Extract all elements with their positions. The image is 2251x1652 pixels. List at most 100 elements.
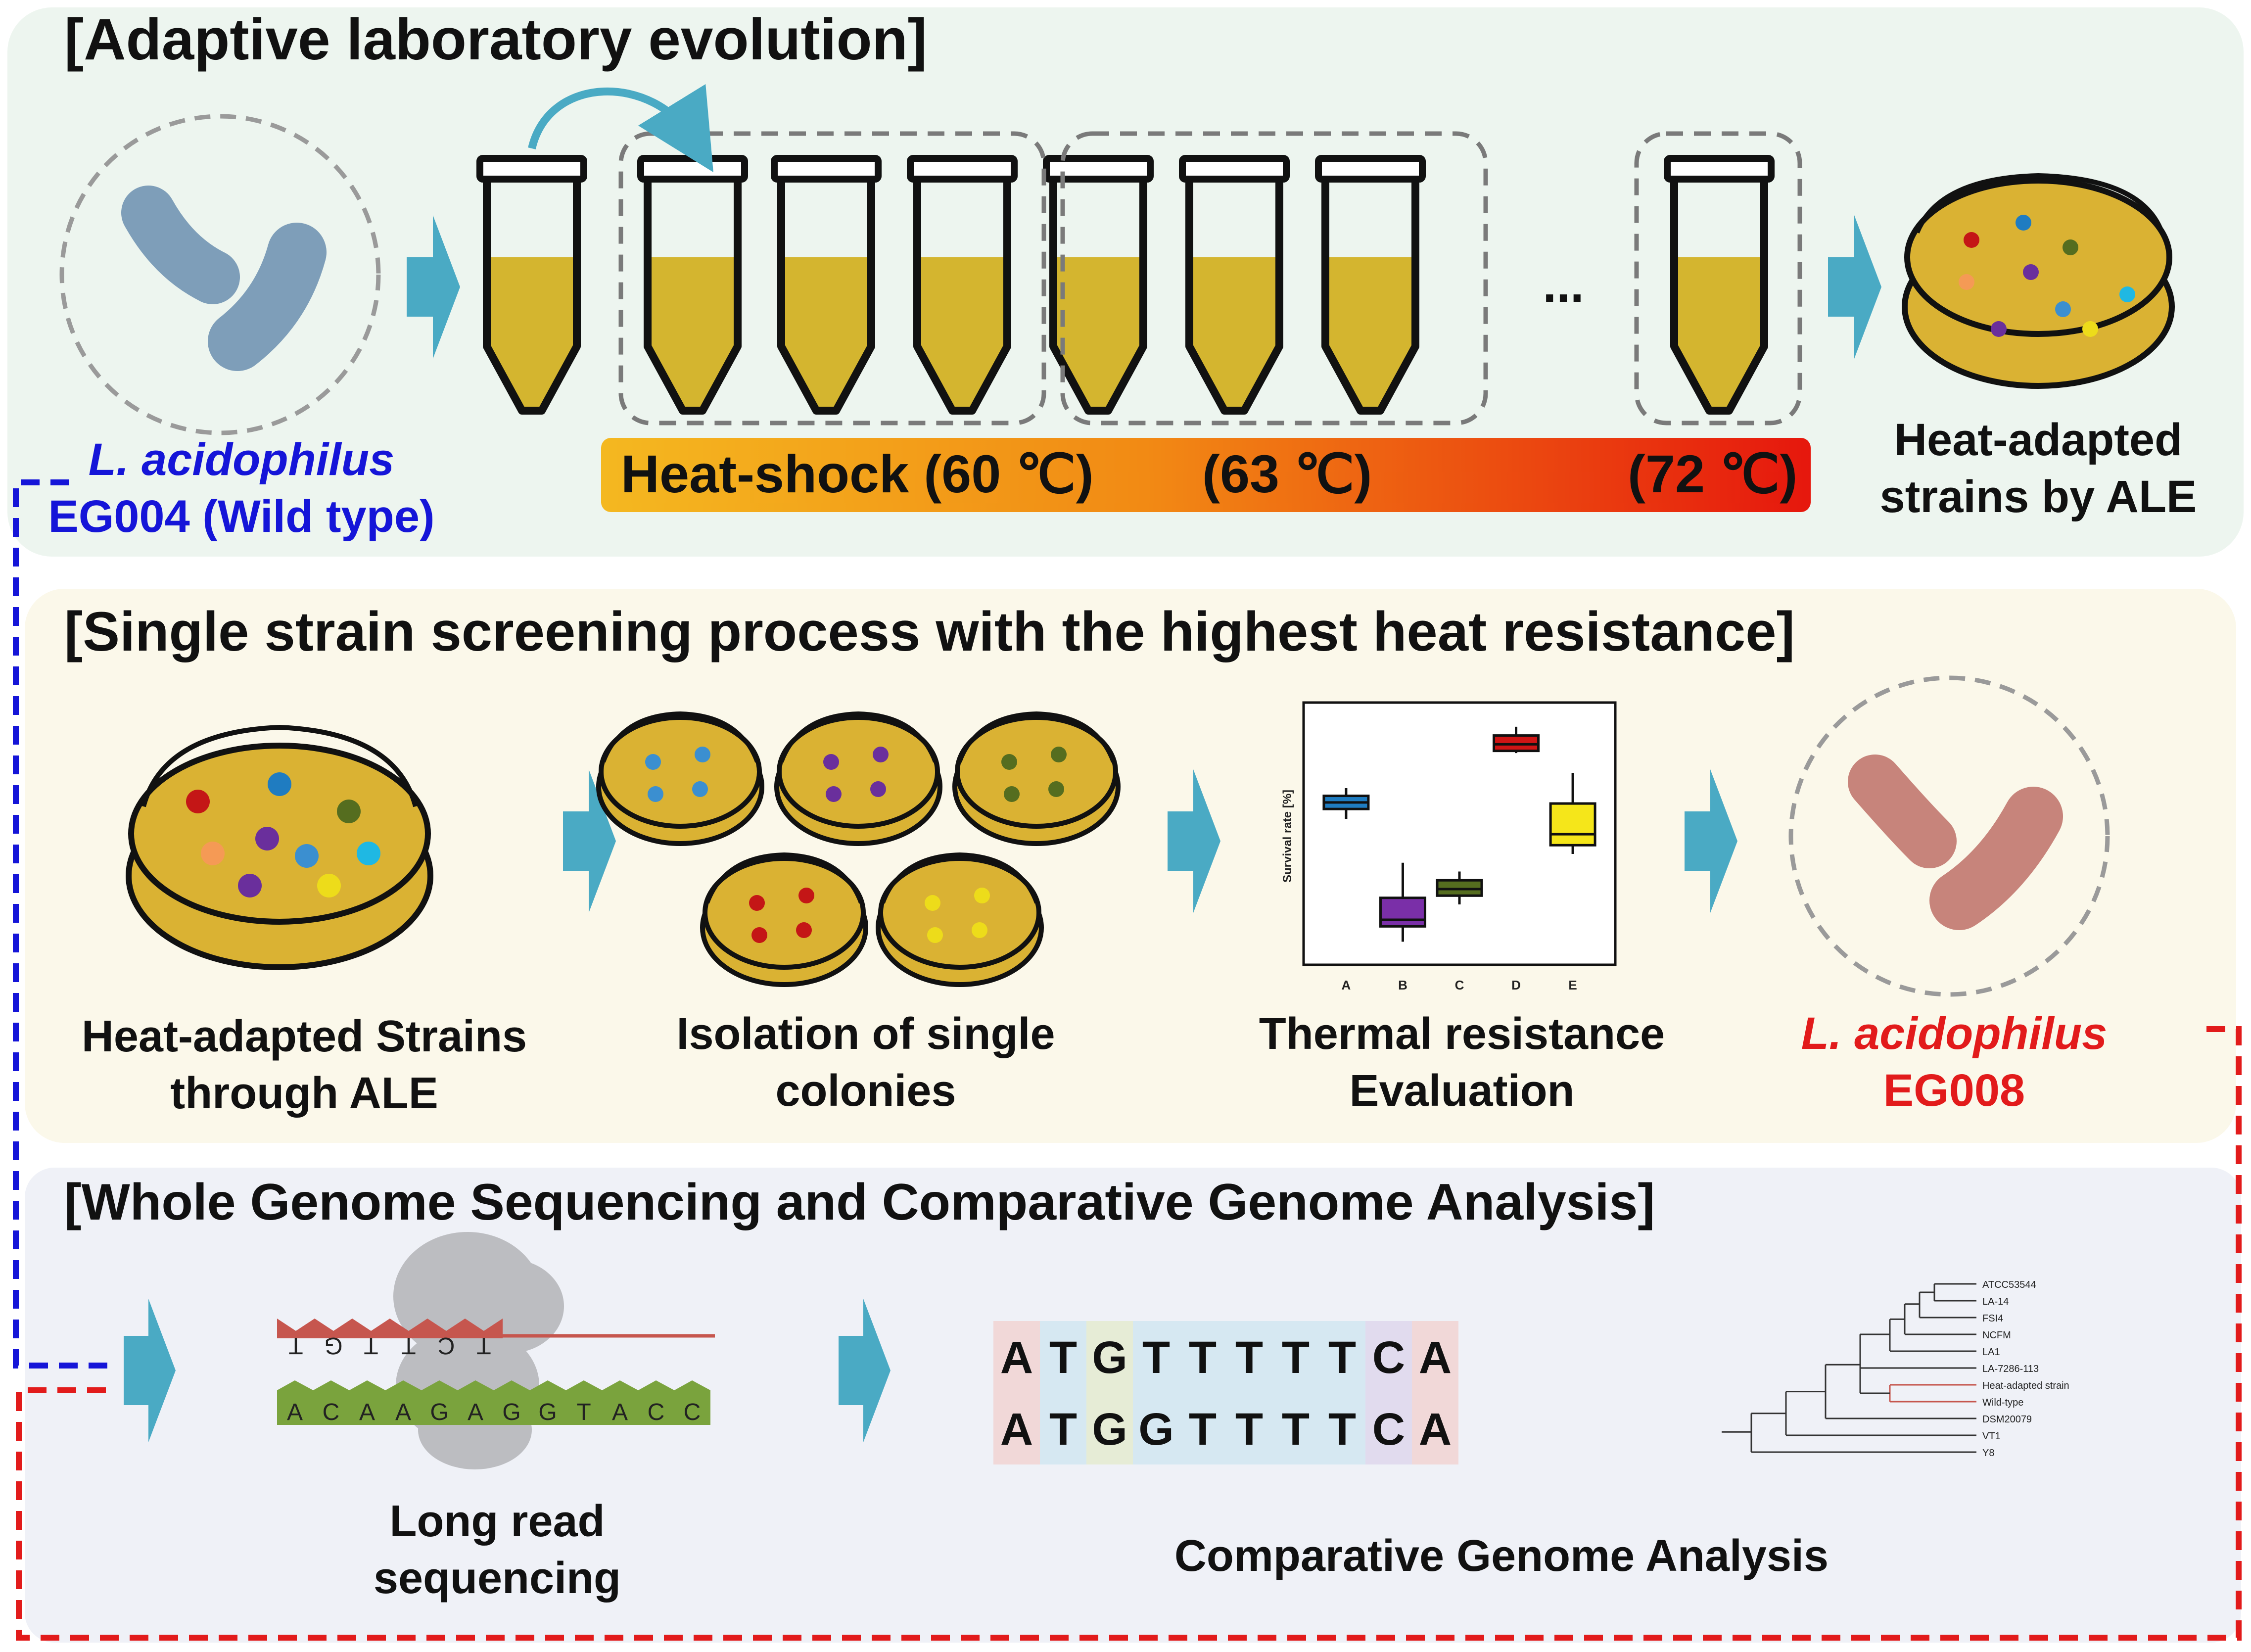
seq1-base: T bbox=[1282, 1332, 1310, 1383]
boxplot-tick-label: E bbox=[1568, 978, 1577, 992]
read-base: T bbox=[390, 1319, 427, 1359]
seq1-base: A bbox=[1419, 1332, 1452, 1383]
broth-fill bbox=[1674, 257, 1764, 411]
seq1-base: A bbox=[1000, 1332, 1033, 1383]
colony-dot bbox=[823, 754, 839, 770]
flow-arrow-icon bbox=[407, 215, 460, 359]
colony-dot bbox=[645, 754, 661, 770]
tube-icon bbox=[771, 155, 882, 415]
colony-dot bbox=[749, 895, 765, 911]
base-shape bbox=[385, 1380, 422, 1425]
tube-cap bbox=[771, 155, 882, 183]
broth-fill bbox=[917, 257, 1007, 411]
heat-gradient-bar bbox=[601, 438, 1811, 512]
alignment-column bbox=[1179, 1321, 1226, 1464]
plate-colonies bbox=[186, 772, 380, 897]
ale-plate-icon bbox=[126, 724, 433, 970]
base-letter: G bbox=[324, 1332, 342, 1359]
temp-mid-label: (63 ℃) bbox=[1202, 444, 1372, 504]
colony-dot bbox=[2119, 286, 2135, 302]
wgs-step1-line2: sequencing bbox=[374, 1554, 621, 1603]
seq2-base: G bbox=[1092, 1404, 1127, 1455]
seq1-base: G bbox=[1092, 1332, 1127, 1383]
tree-leaf-label: NCFM bbox=[1982, 1330, 2011, 1341]
heat-adapted-plate-icon bbox=[1902, 173, 2175, 389]
read-base: T bbox=[566, 1380, 602, 1425]
eg008-connector bbox=[16, 1026, 2242, 1641]
tube-outline bbox=[1670, 178, 1768, 415]
wild-type-connector bbox=[13, 479, 111, 1369]
broth-fill bbox=[1325, 257, 1415, 411]
read-base: A bbox=[385, 1380, 422, 1425]
colony-dot bbox=[201, 842, 225, 865]
seq2-base: T bbox=[1328, 1404, 1356, 1455]
colony-dot bbox=[255, 827, 279, 850]
read-base: T bbox=[277, 1319, 315, 1359]
base-shape bbox=[352, 1319, 390, 1338]
tube-cap bbox=[1664, 155, 1775, 183]
base-letter: A bbox=[395, 1399, 411, 1425]
step3-line1: Thermal resistance bbox=[1259, 1009, 1665, 1059]
colony-dot bbox=[2016, 215, 2031, 231]
read-base: G bbox=[315, 1319, 352, 1359]
base-shape bbox=[390, 1319, 427, 1338]
seq2-base: A bbox=[1000, 1404, 1033, 1455]
eg008-cell-icon bbox=[1788, 675, 2110, 997]
read-base: A bbox=[277, 1380, 313, 1425]
broth-fill bbox=[1053, 257, 1143, 411]
base-shape bbox=[315, 1319, 352, 1338]
tree-leaf-label: LA1 bbox=[1982, 1347, 2000, 1358]
seq1-base: T bbox=[1235, 1332, 1263, 1383]
broth-fill bbox=[1189, 257, 1279, 411]
tree-leaf-label: ATCC53544 bbox=[1982, 1279, 2036, 1290]
colony-dot bbox=[870, 781, 886, 797]
boxplot-ylabel: Survival rate [%] bbox=[1281, 790, 1294, 883]
colony-dot bbox=[751, 927, 767, 943]
base-letter: C bbox=[323, 1399, 340, 1425]
flow-arrow-icon bbox=[1168, 769, 1220, 913]
base-letter: T bbox=[288, 1332, 303, 1359]
alignment-column bbox=[1272, 1321, 1319, 1464]
tube-icon bbox=[907, 155, 1018, 415]
boxplot-tick-label: C bbox=[1455, 978, 1464, 992]
flow-arrow-icon bbox=[1685, 769, 1737, 913]
base-letter: T bbox=[364, 1332, 378, 1359]
tube-outline bbox=[644, 178, 742, 415]
boxplot-box bbox=[1549, 802, 1596, 847]
tree-leaf-label: LA-14 bbox=[1982, 1296, 2009, 1307]
tube-group-72c bbox=[1634, 131, 1802, 425]
tube-cap bbox=[476, 155, 587, 183]
base-shape bbox=[566, 1380, 602, 1425]
phylogenetic-tree: ATCC53544LA-14FSI4NCFMLA1LA-7286-113Heat… bbox=[1722, 1279, 2069, 1459]
tube-icon bbox=[476, 155, 587, 415]
colony-dot bbox=[1051, 747, 1067, 762]
colony-dot bbox=[295, 844, 319, 868]
base-shape bbox=[674, 1380, 710, 1425]
tube-icon bbox=[1043, 155, 1154, 415]
alignment-column bbox=[1319, 1321, 1365, 1464]
colony-dot bbox=[925, 895, 940, 911]
plate-lid bbox=[599, 715, 762, 829]
colony-dot bbox=[2055, 301, 2071, 317]
seq2-base: A bbox=[1419, 1404, 1452, 1455]
plate-rim bbox=[705, 852, 863, 904]
plate-lid bbox=[878, 856, 1041, 970]
step3-line2: Evaluation bbox=[1349, 1066, 1574, 1116]
result-line2: strains by ALE bbox=[1880, 472, 2197, 522]
flow-arrow-icon bbox=[839, 1299, 891, 1442]
colony-dot bbox=[692, 781, 708, 797]
colony-dot bbox=[2082, 321, 2098, 337]
flow-arrow-icon bbox=[1828, 215, 1881, 359]
colony-dot bbox=[648, 786, 663, 802]
tube-icon bbox=[1315, 155, 1426, 415]
step1-line2: through ALE bbox=[170, 1069, 438, 1118]
wild-type-cell-icon bbox=[59, 114, 381, 435]
read-base: T bbox=[352, 1319, 390, 1359]
colony-dot bbox=[796, 922, 812, 938]
colony-dot bbox=[337, 800, 361, 823]
ale-title: [Adaptive laboratory evolution] bbox=[64, 7, 927, 72]
base-letter: A bbox=[287, 1399, 303, 1425]
petri-plate-icon bbox=[774, 711, 942, 846]
colony-dot bbox=[238, 874, 262, 897]
colony-dot bbox=[927, 927, 943, 943]
